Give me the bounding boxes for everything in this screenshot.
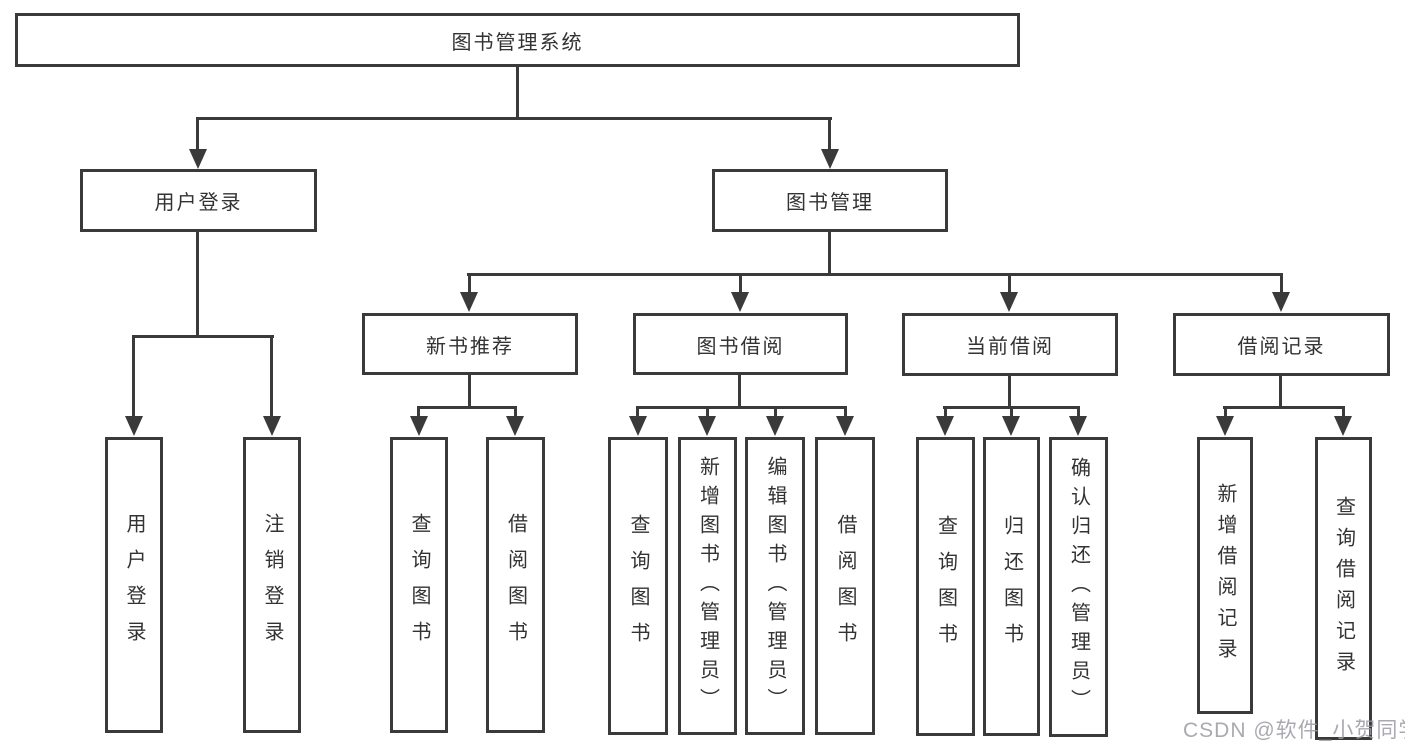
- arrow-down-icon: [189, 149, 207, 169]
- node-label: 注销登录: [261, 513, 283, 657]
- node-user-login: 用户登录: [80, 169, 317, 232]
- arrow-down-icon: [821, 149, 839, 169]
- node-bb-query-books: 查询图书: [608, 437, 668, 735]
- connector-line: [417, 406, 517, 409]
- connector-line: [1223, 406, 1345, 409]
- connector-line: [196, 231, 199, 338]
- connector-line: [828, 117, 831, 150]
- connector-line: [468, 374, 471, 409]
- connector-line: [468, 273, 471, 293]
- node-cb-query-books: 查询图书: [916, 437, 975, 736]
- connector-line: [132, 335, 274, 338]
- connector-line: [944, 406, 947, 420]
- connector-line: [828, 231, 831, 276]
- node-borrowing-records: 借阅记录: [1173, 313, 1390, 376]
- connector-line: [1077, 406, 1080, 420]
- node-label: 当前借阅: [966, 336, 1054, 358]
- node-rec-borrow-books: 借阅图书: [486, 437, 545, 733]
- connector-line: [636, 406, 847, 409]
- arrow-down-icon: [698, 416, 716, 436]
- arrow-down-icon: [1334, 416, 1352, 436]
- connector-line: [270, 335, 273, 418]
- node-label: 新增图书（管理员）: [696, 455, 719, 717]
- node-label: 新增借阅记录: [1214, 482, 1236, 669]
- node-bb-borrow-books: 借阅图书: [815, 437, 875, 735]
- node-cb-return-books: 归还图书: [983, 437, 1040, 736]
- node-label: 借阅图书: [504, 513, 527, 657]
- node-user-login-leaf: 用户登录: [105, 437, 163, 733]
- connector-line: [1280, 273, 1283, 293]
- arrow-down-icon: [936, 416, 954, 436]
- node-new-book-recommend: 新书推荐: [362, 313, 578, 375]
- connector-line: [1279, 374, 1282, 409]
- csdn-watermark: CSDN @软件_小贺同学: [1183, 719, 1405, 742]
- node-label: 查询图书: [408, 513, 430, 657]
- node-library-management-system: 图书管理系统: [15, 13, 1020, 67]
- node-cb-confirm-return-admin: 确认归还（管理员）: [1049, 437, 1108, 737]
- node-label: 图书借阅: [696, 335, 785, 358]
- connector-line: [1342, 406, 1345, 420]
- arrow-down-icon: [1216, 416, 1234, 436]
- arrow-down-icon: [125, 416, 143, 436]
- node-logout: 注销登录: [243, 437, 301, 733]
- connector-line: [739, 273, 742, 293]
- node-br-add-record: 新增借阅记录: [1197, 437, 1253, 714]
- connector-line: [774, 406, 777, 420]
- connector-line: [738, 374, 741, 409]
- node-current-borrowing: 当前借阅: [902, 313, 1118, 376]
- node-label: 确认归还（管理员）: [1067, 456, 1090, 718]
- connector-line: [516, 66, 519, 120]
- arrow-down-icon: [263, 416, 281, 436]
- node-br-query-record: 查询借阅记录: [1315, 437, 1372, 740]
- connector-line: [706, 406, 709, 420]
- connector-line: [196, 117, 832, 120]
- node-label: 用户登录: [123, 513, 145, 657]
- node-bb-add-books-admin: 新增图书（管理员）: [678, 437, 737, 735]
- connector-line: [1224, 406, 1227, 420]
- arrow-down-icon: [1002, 416, 1020, 436]
- node-book-borrowing: 图书借阅: [633, 313, 848, 375]
- arrow-down-icon: [1069, 416, 1087, 436]
- node-label: 用户登录: [154, 192, 243, 214]
- node-label: 图书管理: [786, 192, 874, 214]
- connector-line: [636, 406, 639, 420]
- node-bb-edit-books-admin: 编辑图书（管理员）: [745, 437, 805, 735]
- arrow-down-icon: [766, 416, 784, 436]
- connector-line: [467, 273, 1283, 276]
- connector-line: [514, 406, 517, 420]
- node-book-management: 图书管理: [712, 169, 948, 232]
- connector-line: [1008, 374, 1011, 409]
- node-label: 查询借阅记录: [1332, 495, 1355, 682]
- arrow-down-icon: [629, 416, 647, 436]
- node-label: 借阅图书: [834, 514, 856, 658]
- arrow-down-icon: [731, 292, 749, 312]
- arrow-down-icon: [506, 416, 524, 436]
- node-label: 编辑图书（管理员）: [764, 455, 786, 717]
- node-label: 查询图书: [934, 514, 957, 659]
- arrow-down-icon: [1272, 292, 1290, 312]
- connector-line: [1010, 406, 1013, 420]
- node-label: 图书管理系统: [451, 31, 584, 54]
- arrow-down-icon: [836, 416, 854, 436]
- arrow-down-icon: [1000, 292, 1018, 312]
- arrow-down-icon: [460, 292, 478, 312]
- connector-line: [196, 117, 199, 150]
- node-rec-query-books: 查询图书: [390, 437, 448, 733]
- connector-line: [844, 406, 847, 420]
- connector-line: [1008, 273, 1011, 293]
- node-label: 新书推荐: [426, 335, 514, 358]
- node-label: 归还图书: [1000, 514, 1023, 659]
- node-label: 借阅记录: [1237, 336, 1326, 358]
- node-label: 查询图书: [627, 514, 649, 658]
- connector-line: [132, 335, 135, 418]
- connector-line: [417, 406, 420, 420]
- arrow-down-icon: [410, 416, 428, 436]
